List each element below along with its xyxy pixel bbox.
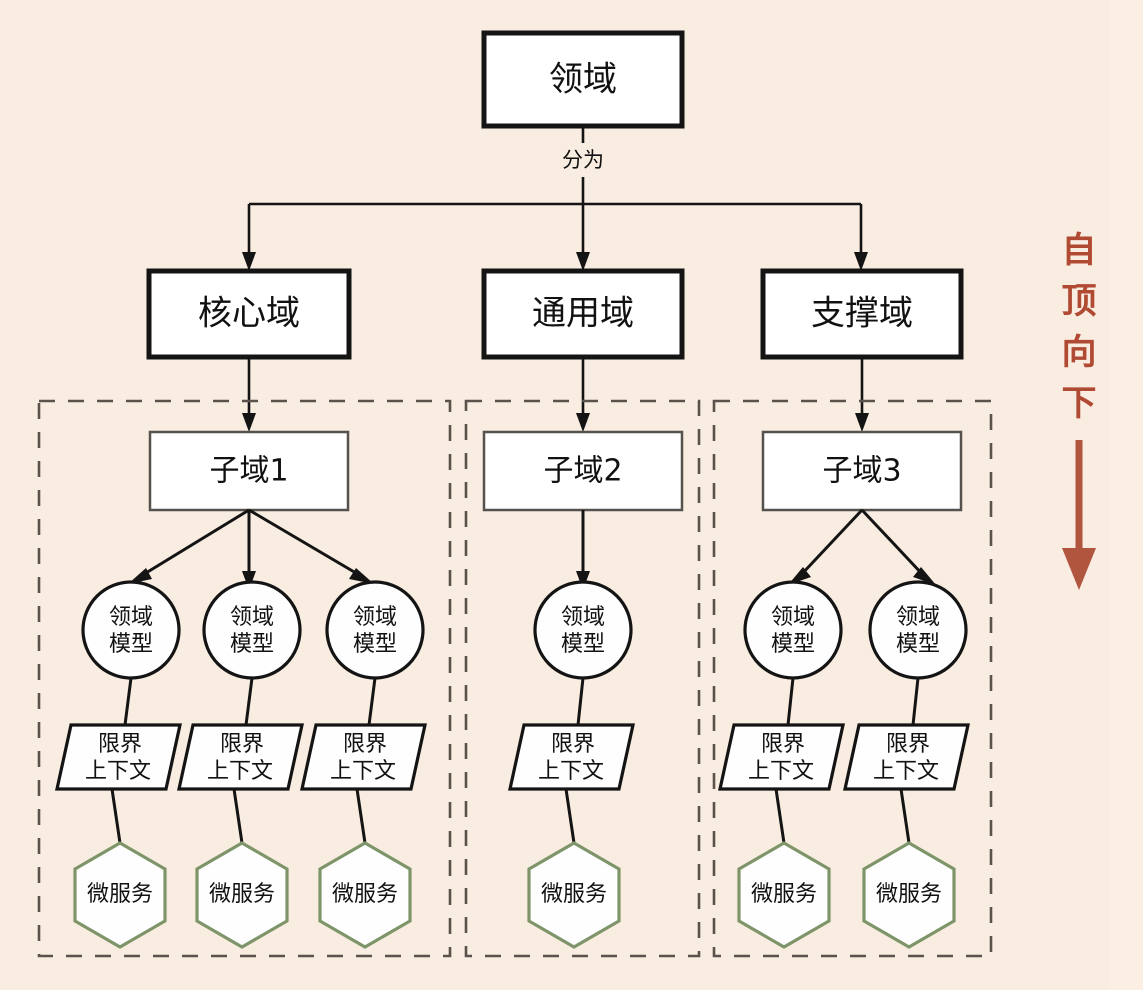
edge-contexts-to-services-group1 bbox=[110, 788, 367, 844]
edge-root-to-domains: 分为 bbox=[242, 126, 868, 271]
node-domain-core[interactable]: 核心域 bbox=[146, 268, 352, 360]
annotation-char-2: 顶 bbox=[1061, 282, 1096, 322]
node-domain-generic-label: 通用域 bbox=[532, 294, 634, 334]
annotation-top-down: 自 顶 向 下 bbox=[1061, 231, 1097, 590]
node-subdomain-1[interactable]: 子域1 bbox=[148, 430, 350, 512]
edge-models-to-contexts-group1 bbox=[123, 677, 377, 726]
node-bounded-context-1-1[interactable]: 限界 上下文 bbox=[55, 723, 182, 791]
node-microservice-1-1-label: 微服务 bbox=[87, 882, 153, 907]
node-domain-model-3-1-line2: 模型 bbox=[771, 632, 815, 657]
node-microservice-1-3-label: 微服务 bbox=[332, 882, 398, 907]
edge-contexts-to-services-group3 bbox=[774, 788, 911, 844]
node-microservice-2-1[interactable]: 微服务 bbox=[527, 841, 621, 949]
node-bounded-context-2-1-line1: 限界 bbox=[551, 732, 595, 757]
node-bounded-context-3-2-line1: 限界 bbox=[886, 732, 930, 757]
node-microservice-1-3[interactable]: 微服务 bbox=[318, 841, 412, 949]
annotation-char-1: 自 bbox=[1061, 231, 1096, 271]
node-bounded-context-3-1[interactable]: 限界 上下文 bbox=[718, 723, 845, 791]
edge-subdomain1-to-models bbox=[128, 508, 374, 590]
node-domain-model-2-1-line1: 领域 bbox=[561, 605, 605, 630]
node-root-domain-label: 领域 bbox=[549, 60, 617, 100]
node-subdomain-3-label: 子域3 bbox=[822, 454, 901, 489]
node-domain-model-1-2[interactable]: 领域 模型 bbox=[202, 580, 302, 680]
node-microservice-3-2[interactable]: 微服务 bbox=[862, 841, 956, 949]
node-bounded-context-3-1-line2: 上下文 bbox=[748, 759, 814, 784]
node-bounded-context-1-1-line2: 上下文 bbox=[85, 759, 151, 784]
node-microservice-1-2[interactable]: 微服务 bbox=[195, 841, 289, 949]
node-domain-model-2-1[interactable]: 领域 模型 bbox=[533, 580, 633, 680]
node-domain-generic[interactable]: 通用域 bbox=[481, 268, 685, 360]
edge-subdomain2-to-models bbox=[576, 510, 590, 590]
node-domain-model-1-2-line1: 领域 bbox=[230, 605, 274, 630]
container-group-3 bbox=[712, 399, 993, 958]
node-bounded-context-1-2-line2: 上下文 bbox=[207, 759, 273, 784]
node-bounded-context-1-2-line1: 限界 bbox=[220, 732, 264, 757]
node-domain-model-1-3-line2: 模型 bbox=[353, 632, 397, 657]
node-microservice-3-2-label: 微服务 bbox=[876, 882, 942, 907]
node-domain-model-1-2-line2: 模型 bbox=[230, 632, 274, 657]
node-subdomain-1-label: 子域1 bbox=[209, 454, 288, 489]
node-subdomain-2[interactable]: 子域2 bbox=[482, 430, 684, 512]
node-bounded-context-1-3[interactable]: 限界 上下文 bbox=[300, 723, 427, 791]
node-domain-model-1-3-line1: 领域 bbox=[353, 605, 397, 630]
node-domain-model-3-1[interactable]: 领域 模型 bbox=[743, 580, 843, 680]
node-microservice-1-1[interactable]: 微服务 bbox=[73, 841, 167, 949]
node-bounded-context-1-2[interactable]: 限界 上下文 bbox=[177, 723, 304, 791]
annotation-char-4: 下 bbox=[1061, 384, 1096, 424]
node-bounded-context-2-1[interactable]: 限界 上下文 bbox=[508, 723, 635, 791]
node-domain-model-1-3[interactable]: 领域 模型 bbox=[325, 580, 425, 680]
edge-domains-to-subdomains bbox=[242, 357, 869, 432]
node-bounded-context-3-2[interactable]: 限界 上下文 bbox=[843, 723, 970, 791]
node-microservice-1-2-label: 微服务 bbox=[209, 882, 275, 907]
annotation-arrow-head-icon bbox=[1062, 548, 1096, 590]
node-bounded-context-3-1-line1: 限界 bbox=[761, 732, 805, 757]
container-group-1 bbox=[37, 399, 452, 958]
node-domain-model-3-2-line1: 领域 bbox=[896, 605, 940, 630]
node-subdomain-3[interactable]: 子域3 bbox=[761, 430, 963, 512]
node-domain-model-3-2[interactable]: 领域 模型 bbox=[868, 580, 968, 680]
right-background-band bbox=[1110, 0, 1143, 990]
node-microservice-3-1-label: 微服务 bbox=[751, 882, 817, 907]
edge-models-to-contexts-group3 bbox=[786, 677, 920, 726]
node-microservice-3-1[interactable]: 微服务 bbox=[737, 841, 831, 949]
node-microservice-2-1-label: 微服务 bbox=[541, 882, 607, 907]
node-domain-model-1-1[interactable]: 领域 模型 bbox=[81, 580, 181, 680]
edge-contexts-to-services-group2 bbox=[564, 788, 576, 844]
node-domain-model-1-1-line1: 领域 bbox=[109, 605, 153, 630]
edge-subdomain3-to-models bbox=[788, 508, 936, 585]
node-root-domain[interactable]: 领域 bbox=[481, 30, 685, 129]
node-domain-supporting-label: 支撑域 bbox=[811, 294, 913, 334]
node-domain-model-3-1-line1: 领域 bbox=[771, 605, 815, 630]
edge-models-to-contexts-group2 bbox=[576, 677, 585, 726]
node-domain-supporting[interactable]: 支撑域 bbox=[760, 268, 964, 360]
node-domain-model-2-1-line2: 模型 bbox=[561, 632, 605, 657]
node-bounded-context-2-1-line2: 上下文 bbox=[538, 759, 604, 784]
node-domain-model-1-1-line2: 模型 bbox=[109, 632, 153, 657]
node-bounded-context-1-3-line2: 上下文 bbox=[330, 759, 396, 784]
node-subdomain-2-label: 子域2 bbox=[543, 454, 622, 489]
node-domain-core-label: 核心域 bbox=[198, 294, 300, 334]
annotation-char-3: 向 bbox=[1061, 333, 1096, 373]
node-bounded-context-1-1-line1: 限界 bbox=[98, 732, 142, 757]
node-domain-model-3-2-line2: 模型 bbox=[896, 632, 940, 657]
node-bounded-context-1-3-line1: 限界 bbox=[343, 732, 387, 757]
edge-label-split-into: 分为 bbox=[562, 148, 604, 172]
node-bounded-context-3-2-line2: 上下文 bbox=[873, 759, 939, 784]
container-group-2 bbox=[464, 399, 701, 958]
